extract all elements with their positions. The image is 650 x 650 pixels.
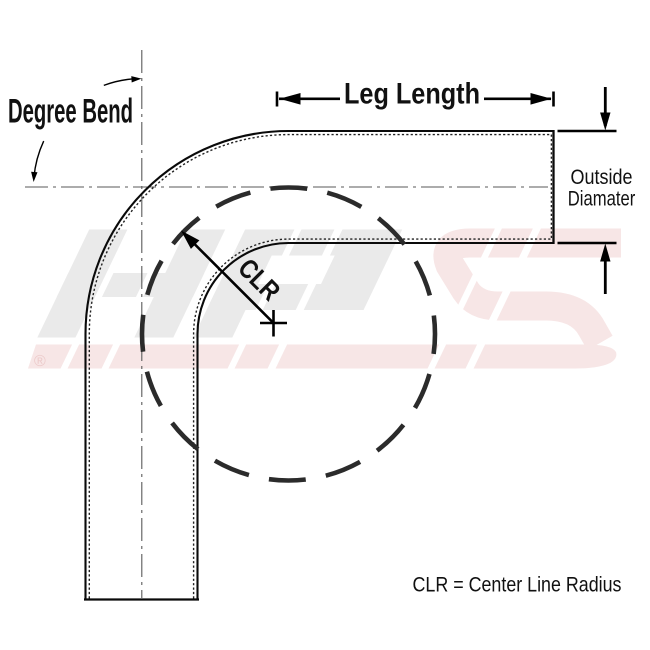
svg-text:Diamater: Diamater (568, 188, 636, 211)
svg-text:Leg Length: Leg Length (344, 78, 480, 111)
svg-text:CLR = Center Line Radius: CLR = Center Line Radius (413, 572, 622, 596)
svg-text:®: ® (34, 353, 46, 370)
svg-text:Degree Bend: Degree Bend (8, 92, 133, 130)
svg-text:Outside: Outside (571, 166, 633, 189)
